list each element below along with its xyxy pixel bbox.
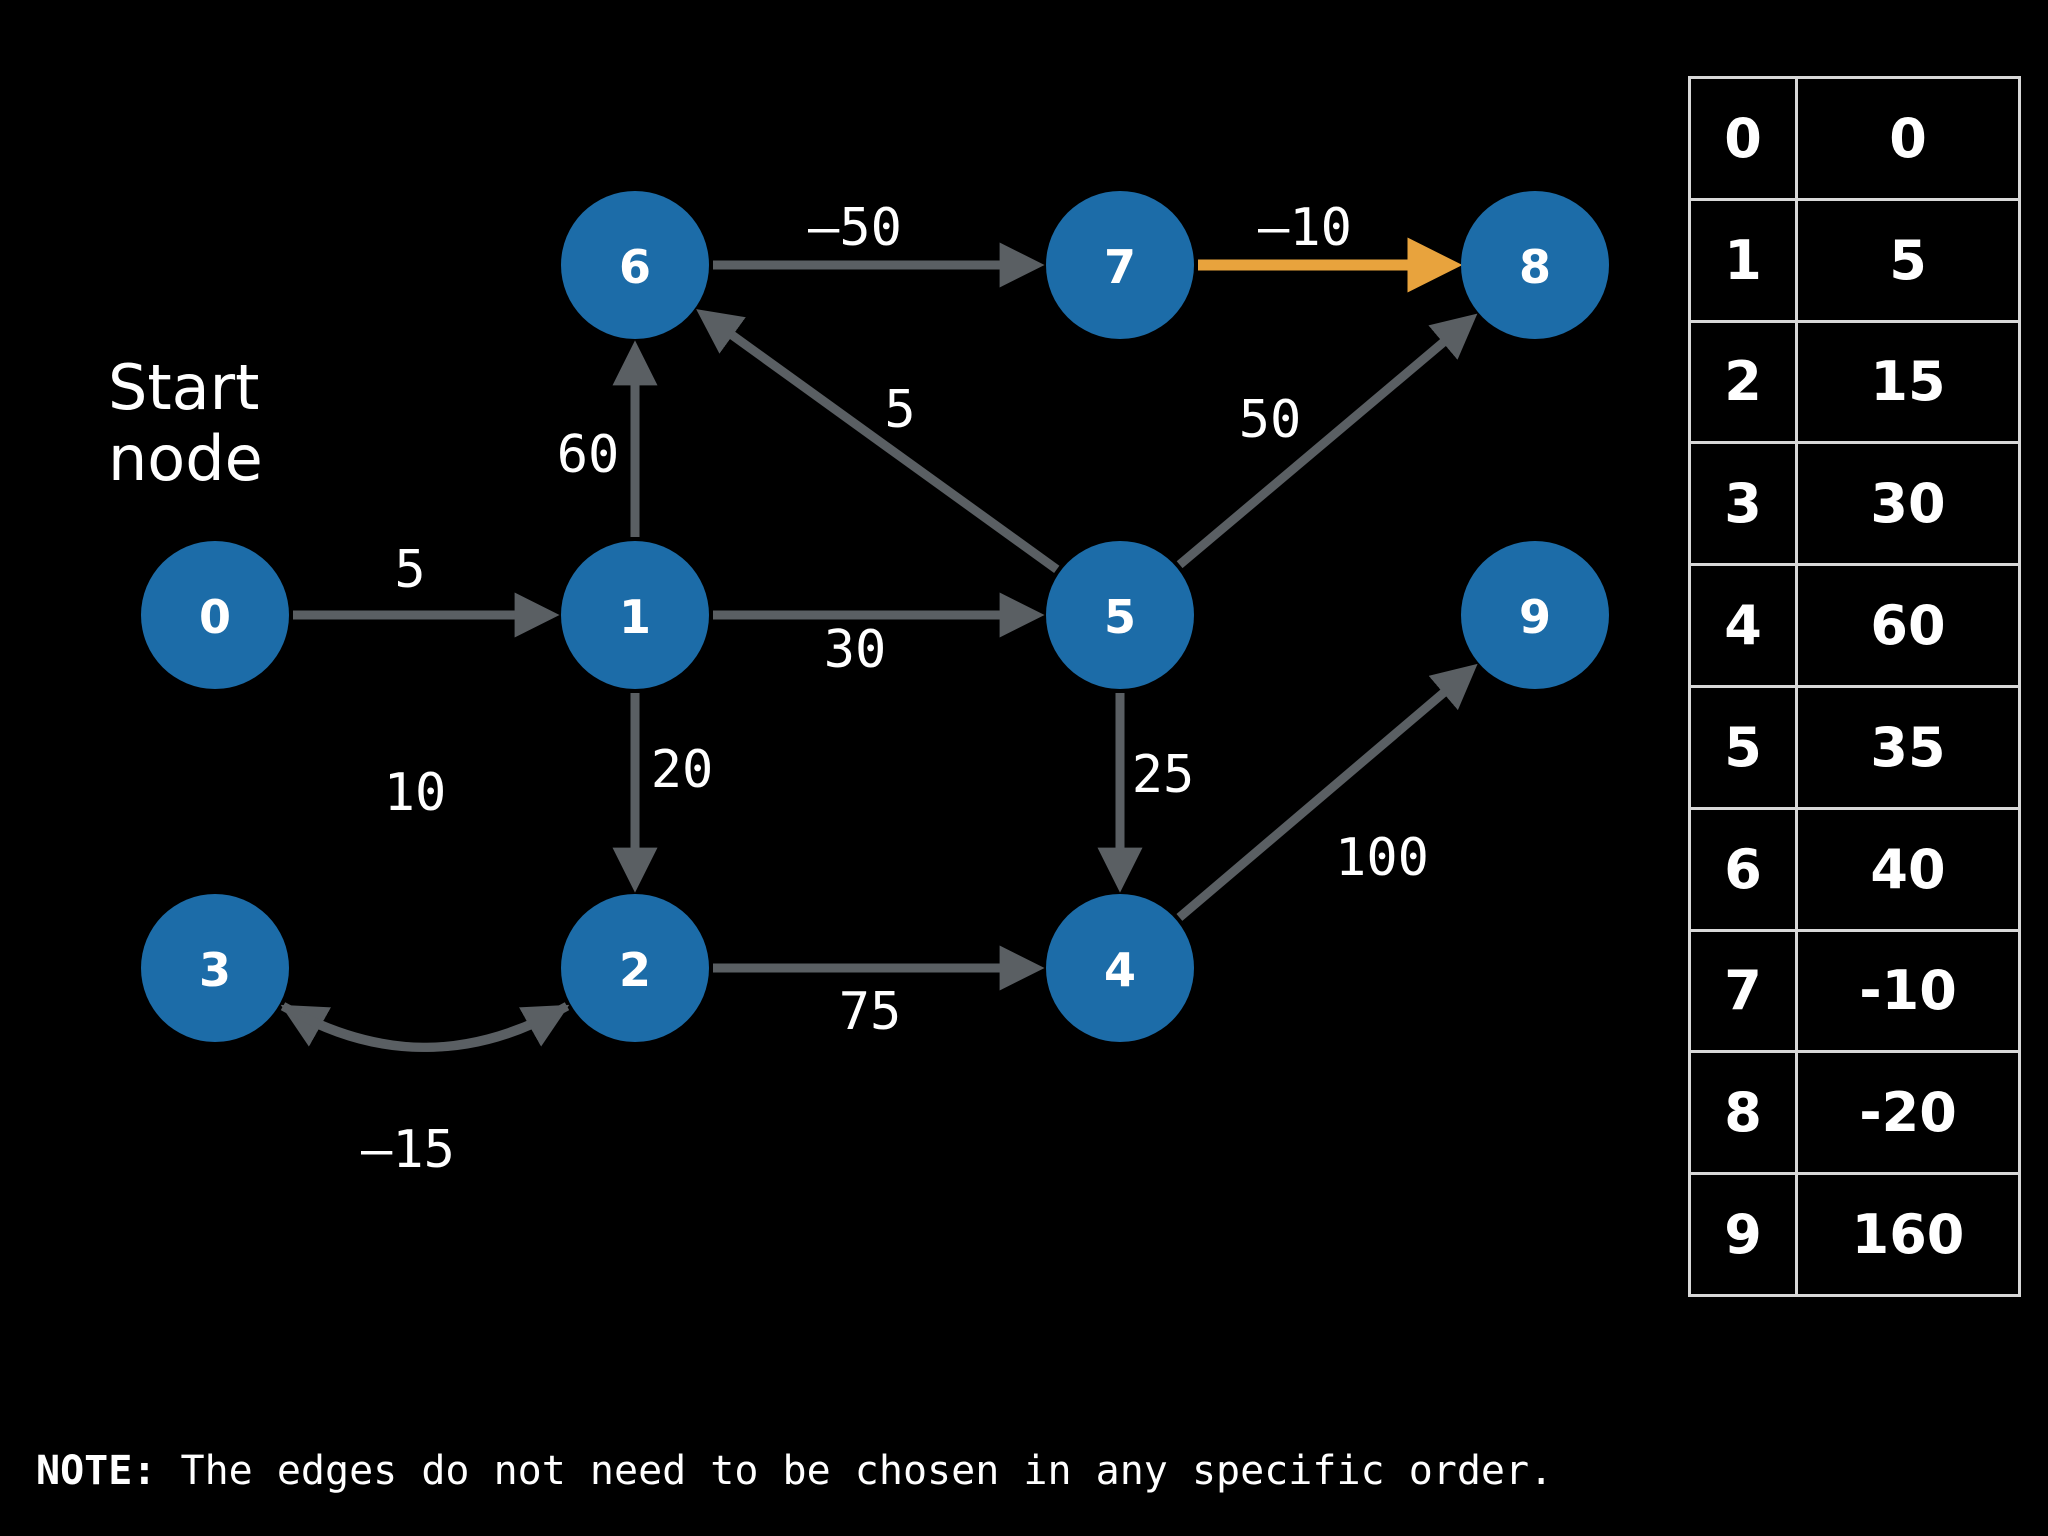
node-label-0: 0 <box>199 590 231 644</box>
start-annotation-line2: node <box>108 422 263 496</box>
distance-table-value-1: 5 <box>1795 197 2021 323</box>
distance-table-value-0: 0 <box>1795 76 2021 201</box>
distance-table-value-5: 35 <box>1795 684 2021 810</box>
distance-table-node-8: 8 <box>1688 1050 1798 1176</box>
graph-node-3[interactable]: 3 <box>141 894 289 1042</box>
edge-5-to-8 <box>1176 313 1478 569</box>
edge-weight-7-8: –10 <box>1258 198 1352 258</box>
edge-weight-6-7: –50 <box>808 198 902 258</box>
distance-table-node-9: 9 <box>1688 1172 1798 1297</box>
node-label-9: 9 <box>1519 590 1551 644</box>
node-circle-2[interactable] <box>561 894 709 1042</box>
edge-4-to-9 <box>1176 663 1478 921</box>
edge-weight-1-2: 20 <box>651 740 714 800</box>
node-label-4: 4 <box>1104 943 1136 997</box>
node-circle-1[interactable] <box>561 541 709 689</box>
start-annotation-line1: Start <box>108 351 260 424</box>
distance-table-value-6: 40 <box>1795 806 2021 932</box>
node-circle-8[interactable] <box>1461 191 1609 339</box>
node-circle-4[interactable] <box>1046 894 1194 1042</box>
node-circle-9[interactable] <box>1461 541 1609 689</box>
graph-node-0[interactable]: 0 <box>141 541 289 689</box>
distance-table-node-1: 1 <box>1688 197 1798 323</box>
distance-table-value-7: -10 <box>1795 928 2021 1054</box>
edge-weight-1-5: 30 <box>824 620 887 680</box>
node-label-8: 8 <box>1519 240 1551 294</box>
graph-node-1[interactable]: 1 <box>561 541 709 689</box>
graph-node-8[interactable]: 8 <box>1461 191 1609 339</box>
note-body: The edges do not need to be chosen in an… <box>156 1448 1554 1494</box>
distance-table-value-9: 160 <box>1795 1172 2021 1297</box>
node-circle-5[interactable] <box>1046 541 1194 689</box>
edge-weight-5-8: 50 <box>1239 390 1302 450</box>
note-text: NOTE: The edges do not need to be chosen… <box>36 1448 1553 1494</box>
distance-table-node-0: 0 <box>1688 76 1798 201</box>
distance-table-value-3: 30 <box>1795 441 2021 567</box>
edge-weight-4-9: 100 <box>1335 828 1429 888</box>
graph-node-7[interactable]: 7 <box>1046 191 1194 339</box>
distance-table-value-8: -20 <box>1795 1050 2021 1176</box>
table-row: 8-20 <box>1688 1050 2021 1176</box>
node-label-5: 5 <box>1104 590 1136 644</box>
distance-table-value-2: 15 <box>1795 319 2021 445</box>
edge-weight-0-1: 5 <box>394 540 425 600</box>
distance-table-node-4: 4 <box>1688 563 1798 688</box>
node-label-2: 2 <box>619 943 651 997</box>
node-label-3: 3 <box>199 943 231 997</box>
table-row: 7-10 <box>1688 928 2021 1054</box>
edge-5-to-6 <box>696 309 1060 574</box>
graph-node-6[interactable]: 6 <box>561 191 709 339</box>
distance-table-node-5: 5 <box>1688 684 1798 810</box>
node-label-1: 1 <box>619 590 651 644</box>
distance-table-node-2: 2 <box>1688 319 1798 445</box>
distance-table-node-3: 3 <box>1688 441 1798 567</box>
node-circle-3[interactable] <box>141 894 289 1042</box>
node-layer: 0 1 2 3 4 5 6 7 8 9 <box>141 191 1609 1042</box>
edge-weight-3-2: –15 <box>361 1120 455 1180</box>
graph-node-2[interactable]: 2 <box>561 894 709 1042</box>
node-label-7: 7 <box>1104 240 1136 294</box>
edge-weight-2-4: 75 <box>839 982 902 1042</box>
distance-table-value-4: 60 <box>1795 563 2021 688</box>
graph-node-9[interactable]: 9 <box>1461 541 1609 689</box>
note-prefix: NOTE: <box>36 1448 157 1494</box>
edge-layer <box>280 237 1478 1052</box>
edge-3-to-2 <box>280 1002 570 1052</box>
edge-weight-5-4: 25 <box>1132 745 1195 805</box>
graph-node-4[interactable]: 4 <box>1046 894 1194 1042</box>
node-circle-7[interactable] <box>1046 191 1194 339</box>
graph-node-5[interactable]: 5 <box>1046 541 1194 689</box>
distance-table-node-6: 6 <box>1688 806 1798 932</box>
distance-table-node-7: 7 <box>1688 928 1798 1054</box>
edge-weight-5-6: 5 <box>884 380 915 440</box>
node-circle-0[interactable] <box>141 541 289 689</box>
edge-weight-2-3: 10 <box>384 763 447 823</box>
start-node-annotation: Start node <box>108 352 263 495</box>
node-label-6: 6 <box>619 240 651 294</box>
node-circle-6[interactable] <box>561 191 709 339</box>
edge-weight-1-6: 60 <box>557 425 620 485</box>
